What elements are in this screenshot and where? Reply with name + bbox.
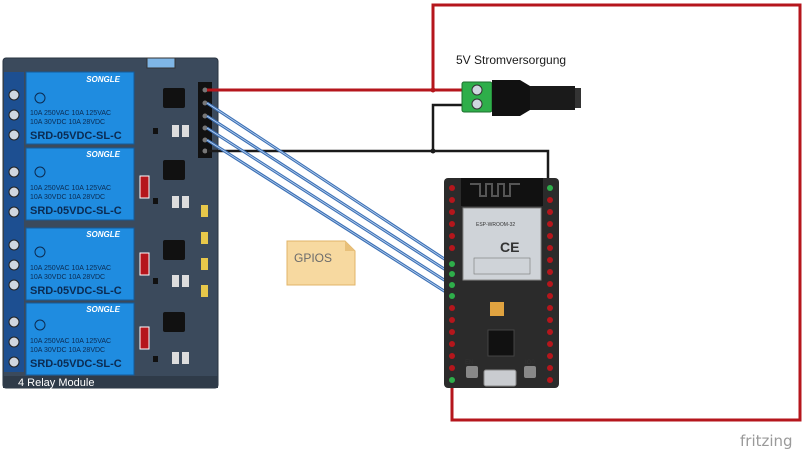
screw-terminals [4,72,24,372]
relay-3-rating2: 10A 30VDC 10A 28VDC [30,274,105,281]
relay-3: SONGLE 10A 250VAC 10A 125VAC 10A 30VDC 1… [25,227,135,301]
relay-4-model: SRD-05VDC-SL-C [30,358,122,370]
power-supply: 5V Stromversorgung [456,53,581,116]
relay-1: SONGLE 10A 250VAC 10A 125VAC 10A 30VDC 1… [25,71,135,145]
power-label: 5V Stromversorgung [456,53,566,67]
relay-2-rating1: 10A 250VAC 10A 125VAC [30,185,111,192]
relay-2-rating2: 10A 30VDC 10A 28VDC [30,194,105,201]
module-title: 4 Relay Module [18,377,94,389]
relay-driver-components [139,57,208,364]
relay-4-rating2: 10A 30VDC 10A 28VDC [30,347,105,354]
note-label: GPIOS [294,251,332,265]
boot-label: IO0 [525,360,535,366]
wire-power-negative [431,103,465,151]
esp32-pins [449,185,553,383]
relay-4-rating1: 10A 250VAC 10A 125VAC [30,338,111,345]
relay-4: SONGLE 10A 250VAC 10A 125VAC 10A 30VDC 1… [25,302,135,376]
esp32-module-label: ESP-WROOM-32 [476,222,515,228]
wires [206,3,802,422]
relay-1-rating1: 10A 250VAC 10A 125VAC [30,110,111,117]
relay-2-model: SRD-05VDC-SL-C [30,205,122,217]
relay-3-model: SRD-05VDC-SL-C [30,285,122,297]
relay-1-brand: SONGLE [86,75,120,84]
en-label: EN [465,360,473,366]
wire-gnd [207,149,550,188]
relay-1-rating2: 10A 30VDC 10A 28VDC [30,119,105,126]
relay-1-model: SRD-05VDC-SL-C [30,130,122,142]
relay-module: 4 Relay Module SONGLE 10A 250VAC 10A 125… [2,57,219,389]
relay-3-brand: SONGLE [86,230,120,239]
fritzing-watermark: fritzing [740,432,793,450]
svg-text:CE: CE [500,239,519,255]
esp32-board: ESP-WROOM-32 CE [444,178,559,388]
relay-3-rating1: 10A 250VAC 10A 125VAC [30,265,111,272]
relay-input-header [198,82,212,158]
relay-4-brand: SONGLE [86,305,120,314]
gpio-note: GPIOS [286,240,356,286]
relay-2-brand: SONGLE [86,150,120,159]
relay-2: SONGLE 10A 250VAC 10A 125VAC 10A 30VDC 1… [25,147,135,221]
